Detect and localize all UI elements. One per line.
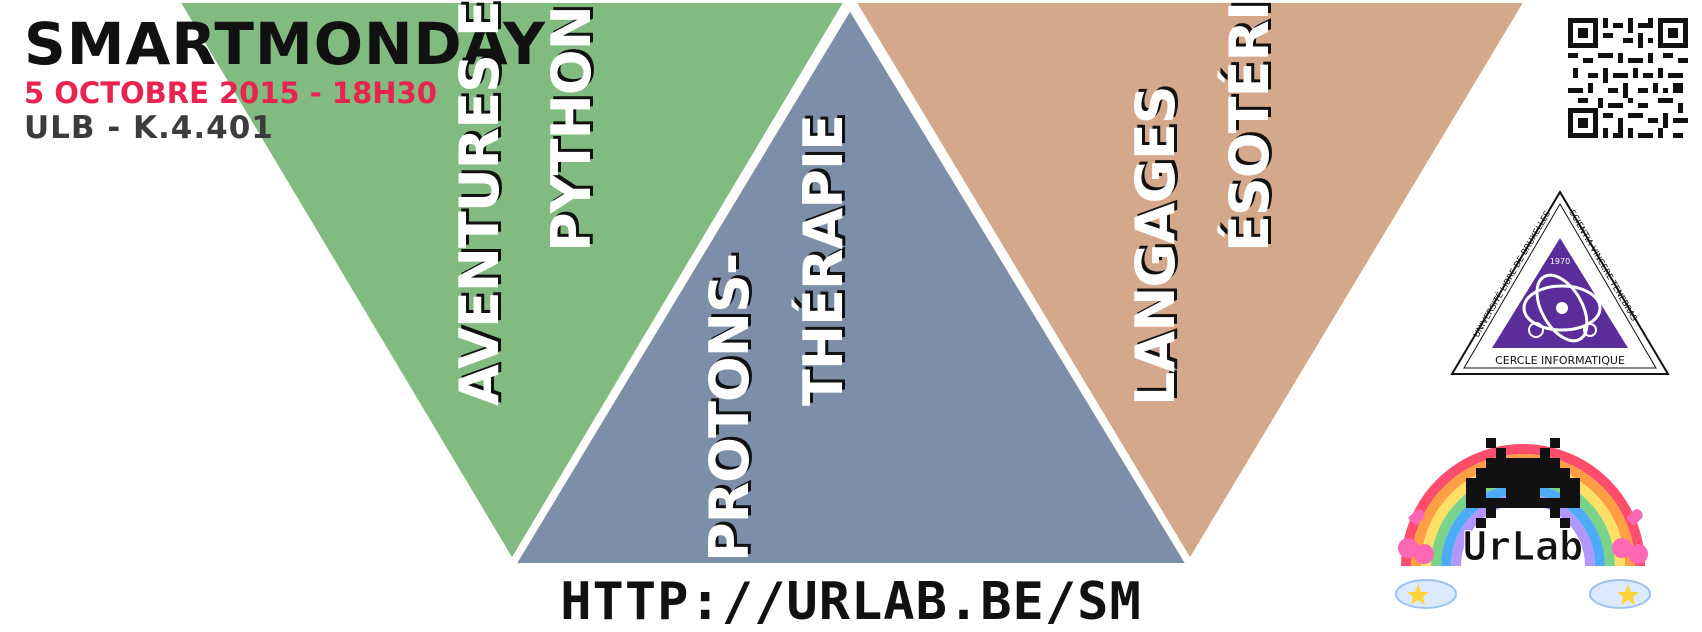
cercle-year: 1970 — [1550, 257, 1570, 266]
talk-2-line1: PROTONS- — [698, 253, 761, 562]
blue-triangle — [506, 0, 1196, 569]
tan-triangle — [848, 0, 1532, 569]
event-header: SMARTMONDAY 5 OCTOBRE 2015 - 18H30 ULB -… — [24, 12, 546, 146]
qr-code-icon — [1568, 18, 1688, 138]
cercle-bottom-text: CERCLE INFORMATIQUE — [1495, 354, 1625, 367]
event-location: ULB - K.4.401 — [24, 110, 274, 146]
urlab-name: UrLab — [1463, 524, 1583, 570]
talk-1-line2: PYTHON — [540, 6, 603, 252]
event-url: HTTP://URLAB.BE/SM — [560, 572, 1142, 632]
cercle-informatique-logo: 1970 UNIVERSITÉ LIBRE DE BRUXELLES SCIEN… — [1450, 190, 1670, 375]
talk-1-line1: AVENTURES EN — [448, 0, 511, 406]
event-title: SMARTMONDAY — [24, 10, 547, 78]
talk-3-line2: ÉSOTÉRIQUES — [1218, 0, 1281, 252]
urlab-invader-logo: UrLab — [1395, 438, 1651, 609]
event-date: 5 OCTOBRE 2015 - 18H30 — [24, 76, 437, 110]
green-triangle — [172, 0, 852, 569]
talk-2-line2: THÉRAPIE — [792, 115, 855, 406]
talk-3-line1: LANGAGES — [1124, 86, 1187, 406]
